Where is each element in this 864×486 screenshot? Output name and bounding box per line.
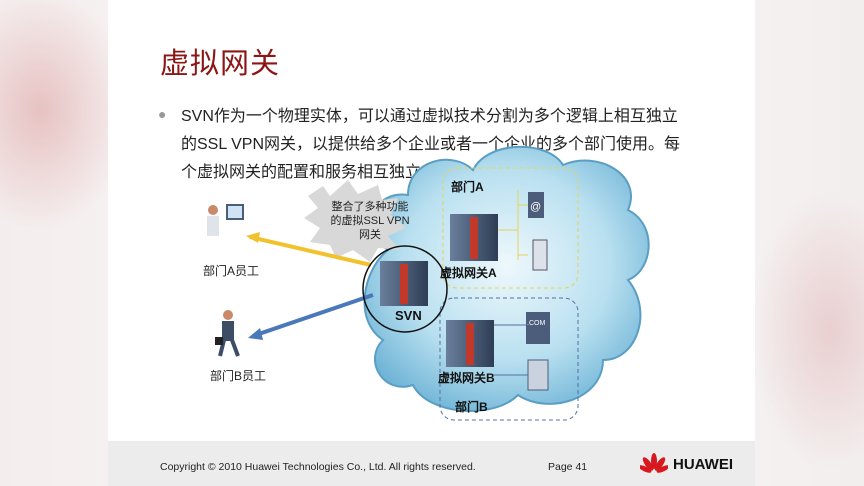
page-number: Page 41 xyxy=(548,461,588,473)
arrow-dept-b xyxy=(252,293,374,338)
employee-walking-icon xyxy=(215,310,240,357)
svg-text:.COM: .COM xyxy=(527,320,545,327)
logo-text: HUAWEI xyxy=(673,455,733,473)
callout-burst xyxy=(304,180,406,262)
huawei-logo: HUAWEI xyxy=(640,453,733,475)
web-server-icon: .COM xyxy=(526,312,550,344)
gateway-a-label: 虚拟网关A xyxy=(440,266,497,280)
dept-b-box xyxy=(439,297,579,421)
gateway-a-device-icon xyxy=(450,214,498,261)
huawei-petals-icon xyxy=(640,453,668,473)
copyright-text: Copyright © 2010 Huawei Technologies Co.… xyxy=(160,461,476,473)
arrow-head-b xyxy=(248,328,263,340)
svn-device-icon xyxy=(380,261,428,306)
callout-text: 整合了多种功能的虚拟SSL VPN网关 xyxy=(330,201,410,241)
dept-b-label: 部门B xyxy=(455,400,488,414)
slide-title: 虚拟网关 xyxy=(160,48,281,80)
svn-circle xyxy=(362,245,448,333)
mail-server-icon: @ xyxy=(528,192,544,218)
server-icon xyxy=(532,239,548,271)
bullet-text: SVN作为一个物理实体，可以通过虚拟技术分割为多个逻辑上相互独立的SSL VPN… xyxy=(181,108,680,181)
footer: Copyright © 2010 Huawei Technologies Co.… xyxy=(108,441,755,486)
bullet-icon: ● xyxy=(158,106,167,122)
slide: 虚拟网关 ● SVN作为一个物理实体，可以通过虚拟技术分割为多个逻辑上相互独立的… xyxy=(108,0,755,486)
svn-label: SVN xyxy=(395,308,422,323)
dept-a-label: 部门A xyxy=(451,180,484,194)
dept-a-box xyxy=(442,167,579,289)
arrow-dept-a xyxy=(249,235,372,267)
gateway-b-device-icon xyxy=(446,320,494,367)
arrow-head-a xyxy=(246,232,260,243)
dept-a-employee-label: 部门A员工 xyxy=(203,264,260,278)
network-diagram: @ .COM xyxy=(207,145,650,421)
dept-b-employee-label: 部门B员工 xyxy=(210,369,267,383)
gateway-b-label: 虚拟网关B xyxy=(438,371,495,385)
svg-text:@: @ xyxy=(530,201,541,213)
storage-icon xyxy=(527,359,549,391)
employee-pc-icon xyxy=(207,204,244,236)
